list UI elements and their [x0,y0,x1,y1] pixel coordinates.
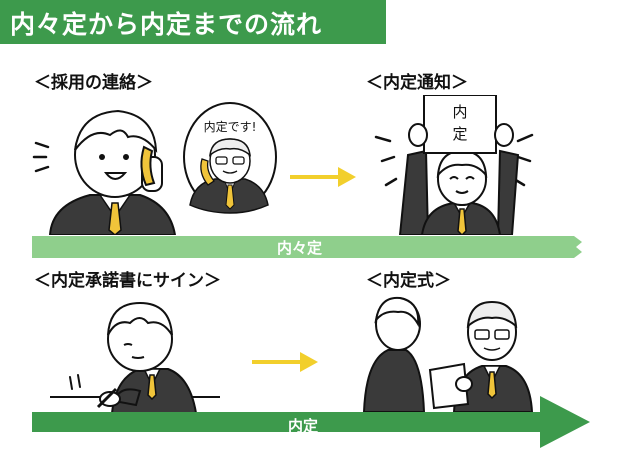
band-nainaitei-label: 内々定 [277,239,323,257]
section-label-recruit-call: ＜採用の連絡＞ [34,73,153,93]
page-title: 内々定から内定までの流れ [10,10,323,39]
scene-naitei-notice: 内 定 [374,95,534,235]
speech-bubble-text: 内定です! [204,119,257,134]
band-nainaitei [32,236,582,258]
pen-icon [96,387,118,409]
scene-recruit-call: 内定です! [32,102,277,235]
section-label-signing: ＜内定承諾書にサイン＞ [34,271,221,291]
scene-ceremony [362,296,534,412]
notice-board-char-2: 定 [452,125,467,143]
right-arrow-icon [290,167,356,187]
right-arrow-icon [252,352,318,372]
title-bar: 内々定から内定までの流れ [0,0,386,44]
phone-icon [140,145,156,187]
band-naitei-arrow [32,396,590,448]
section-label-naitei-notice: ＜内定通知＞ [366,73,468,93]
band-naitei-label: 内定 [288,417,319,435]
section-label-ceremony: ＜内定式＞ [366,271,451,291]
scene-signing [50,301,220,414]
notice-board-char-1: 内 [452,103,467,121]
